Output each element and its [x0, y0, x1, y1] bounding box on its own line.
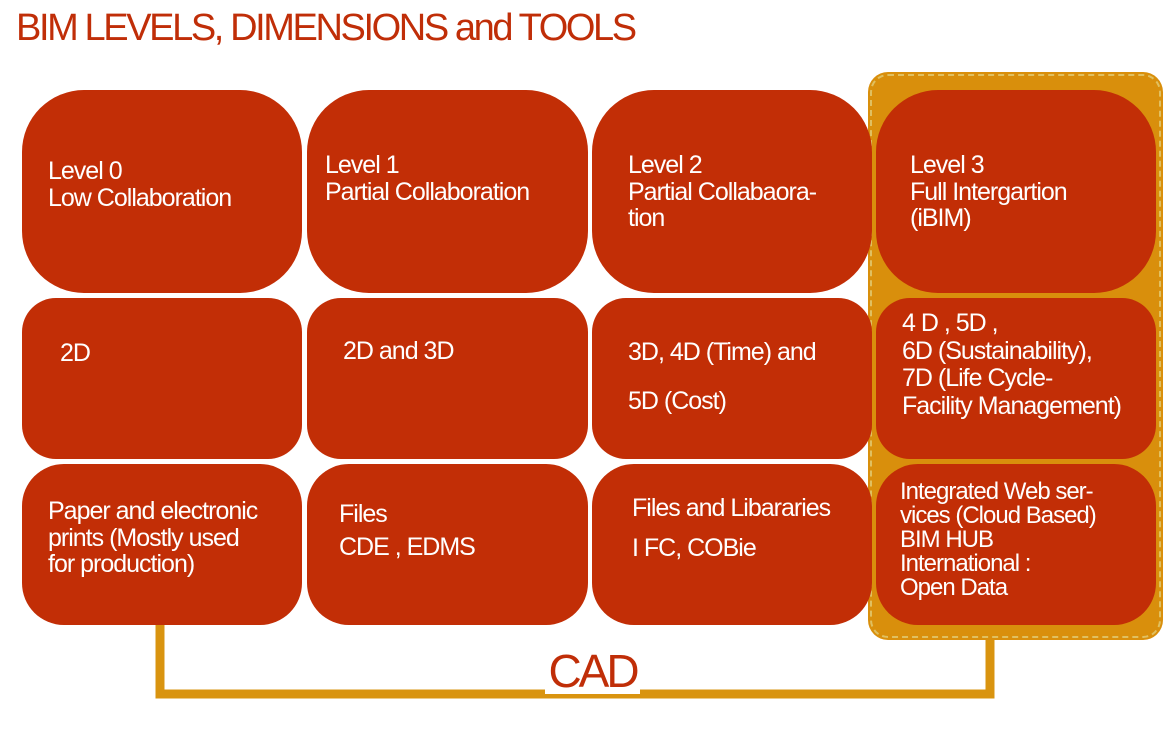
level-0-dimensions-box: 2D — [22, 298, 302, 459]
cad-label: CAD — [545, 648, 640, 694]
level-0-dimensions: 2D — [60, 339, 91, 367]
level-3-label: Level 3 Full Intergartion (iBIM) — [910, 151, 1068, 232]
level-2-tools: Files and Libararies I FC, COBie — [632, 494, 831, 562]
level-3-box: Level 3 Full Intergartion (iBIM) — [876, 90, 1156, 293]
diagram-title: BIM LEVELS, DIMENSIONS and TOOLS — [16, 7, 637, 49]
level-0-label: Level 0 Low Collaboration — [48, 157, 232, 212]
level-2-box: Level 2 Partial Collabaora- tion — [592, 90, 872, 293]
level-3-tools-box: Integrated Web ser- vices (Cloud Based) … — [876, 464, 1156, 625]
level-2-label: Level 2 Partial Collabaora- tion — [628, 151, 817, 232]
level-1-label: Level 1 Partial Collaboration — [325, 151, 530, 206]
level-3-tools: Integrated Web ser- vices (Cloud Based) … — [900, 478, 1097, 601]
level-1-dimensions: 2D and 3D — [343, 337, 455, 365]
level-3-dimensions: 4 D , 5D , 6D (Sustainability), 7D (Life… — [902, 309, 1122, 420]
level-0-tools: Paper and electronic prints (Mostly used… — [48, 497, 258, 578]
level-0-tools-box: Paper and electronic prints (Mostly used… — [22, 464, 302, 625]
level-1-dimensions-box: 2D and 3D — [307, 298, 588, 459]
level-3-dimensions-box: 4 D , 5D , 6D (Sustainability), 7D (Life… — [876, 298, 1156, 459]
level-1-tools: Files CDE , EDMS — [339, 500, 476, 561]
level-1-tools-box: Files CDE , EDMS — [307, 464, 588, 625]
level-2-dimensions: 3D, 4D (Time) and 5D (Cost) — [628, 338, 817, 415]
level-0-box: Level 0 Low Collaboration — [22, 90, 302, 293]
level-1-box: Level 1 Partial Collaboration — [307, 90, 588, 293]
level-2-dimensions-box: 3D, 4D (Time) and 5D (Cost) — [592, 298, 872, 459]
level-2-tools-box: Files and Libararies I FC, COBie — [592, 464, 872, 625]
